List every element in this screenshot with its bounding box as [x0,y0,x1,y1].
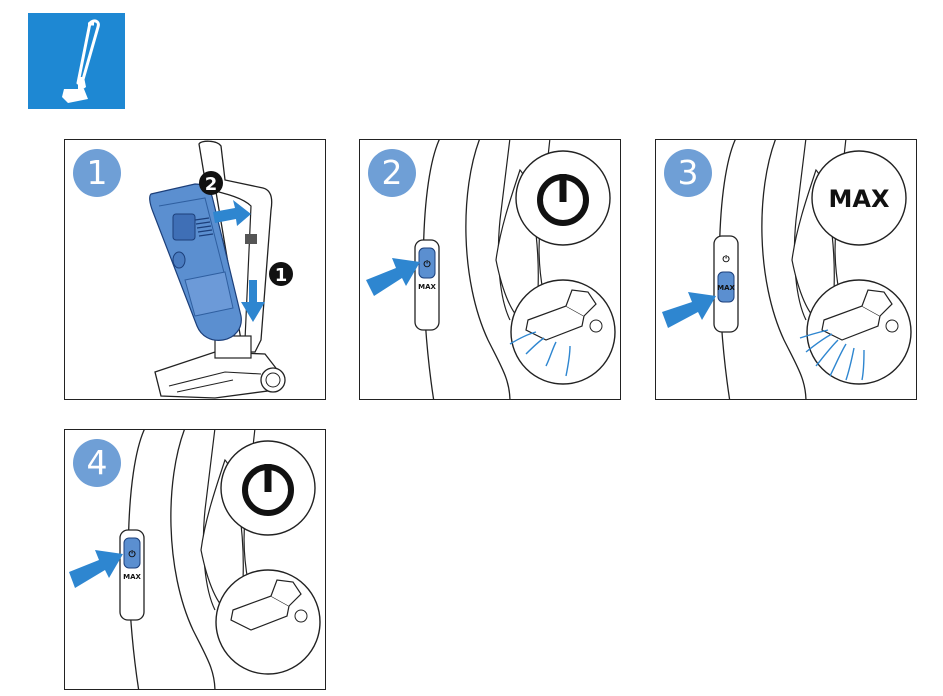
max-switch-label: MAX [717,284,735,292]
step-2-illustration: ⏻ MAX [366,140,616,399]
press-arrow [662,292,716,328]
max-mode-label: MAX [829,185,890,213]
power-symbol [220,440,316,536]
svg-text:⏻: ⏻ [423,259,431,270]
nozzle-airflow [509,279,616,385]
press-arrow [366,258,420,296]
max-switch-label: MAX [418,283,436,291]
nozzle-airflow [799,279,912,385]
press-arrow [69,550,123,588]
insert-arrow-2 [213,200,251,226]
insert-arrow-1 [241,280,265,322]
stick-vacuum-icon [28,13,125,109]
step-3-panel: ⏻ MAX MAX 3 [655,139,917,400]
step-2-panel: ⏻ MAX 2 [359,139,621,400]
callout-1: 1 [275,265,288,286]
step-4-illustration: ⏻ MAX [69,430,321,689]
max-mode-indicator [811,150,907,246]
step-number-badge: 4 [73,439,121,487]
nozzle-idle [215,569,321,675]
svg-text:⏻: ⏻ [722,254,730,265]
step-number-badge: 2 [368,149,416,197]
step-1-panel: 2 1 1 [64,139,326,400]
step-1-illustration: 2 1 [149,140,293,399]
max-switch-label: MAX [123,573,141,581]
svg-text:⏻: ⏻ [128,549,136,560]
handheld-unit [149,183,242,341]
callout-2: 2 [205,174,218,195]
step-number-badge: 1 [73,149,121,197]
step-3-illustration: ⏻ MAX MAX [662,140,912,399]
step-4-panel: ⏻ MAX 4 [64,429,326,690]
step-number-badge: 3 [664,149,712,197]
power-symbol [515,150,611,246]
